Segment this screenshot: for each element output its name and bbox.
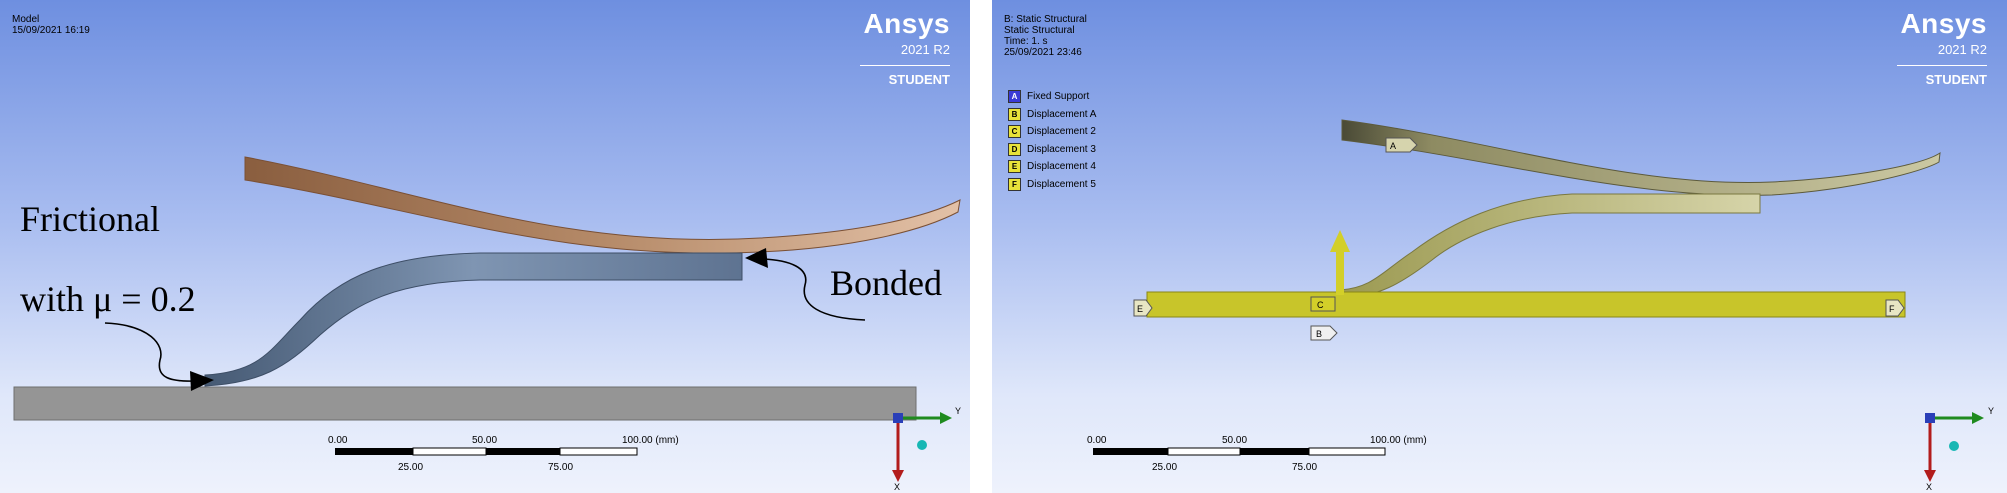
scale-tick-50: 50.00 [472, 435, 497, 446]
svg-text:C: C [1317, 300, 1324, 310]
scale-tick-50: 50.00 [1222, 435, 1247, 446]
analysis-type: Static Structural [1004, 25, 1075, 36]
lower-beam [204, 252, 743, 387]
svg-text:E: E [1137, 304, 1143, 314]
boundary-condition-legend: A Fixed Support B Displacement A C Displ… [1008, 88, 1096, 193]
triad-x-label: X [1926, 482, 1932, 492]
legend-key: F [1008, 177, 1021, 191]
ansys-logo: Ansys 2021 R2 STUDENT [1897, 8, 1987, 87]
legend-label: Displacement 3 [1027, 143, 1096, 155]
marker-b: B [1310, 325, 1338, 341]
scale-tick-25: 25.00 [1152, 462, 1177, 473]
triad-y-label: Y [955, 406, 961, 416]
scale-tick-100: 100.00 (mm) [622, 435, 679, 446]
frictional-arrow [104, 322, 199, 382]
lower-beam [1339, 193, 1761, 299]
svg-text:F: F [1889, 304, 1895, 314]
axis-triad: Y X [892, 406, 961, 492]
triad-x-label: X [894, 482, 900, 492]
svg-text:B: B [1316, 329, 1322, 339]
ansys-logo: Ansys 2021 R2 STUDENT [860, 8, 950, 87]
analysis-title: B: Static Structural [1004, 14, 1087, 25]
scale-bar: 0.00 50.00 100.00 (mm) 25.00 75.00 [1087, 435, 1427, 473]
scale-tick-0: 0.00 [1087, 435, 1107, 446]
legend-item[interactable]: C Displacement 2 [1008, 123, 1096, 141]
analysis-geometry: A E F C B 0.00 50.00 100.00 (mm) 25.00 [1087, 119, 1994, 492]
scale-tick-0: 0.00 [328, 435, 348, 446]
scale-tick-75: 75.00 [548, 462, 573, 473]
viewport-header: Model 15/09/2021 16:19 [12, 14, 90, 36]
base-plate [1146, 291, 1906, 318]
base-plate [13, 386, 917, 421]
scale-bar: 0.00 50.00 100.00 (mm) 25.00 75.00 [328, 435, 679, 473]
viewport-header: B: Static Structural Static Structural T… [1004, 14, 1087, 58]
marker-f: F [1885, 299, 1905, 317]
scale-tick-25: 25.00 [398, 462, 423, 473]
axis-triad: Y X [1924, 406, 1994, 492]
upper-beam [1341, 119, 1941, 196]
svg-text:A: A [1390, 141, 1396, 151]
legend-key: D [1008, 142, 1021, 156]
legend-key: E [1008, 160, 1021, 174]
scale-tick-75: 75.00 [1292, 462, 1317, 473]
legend-key: A [1008, 90, 1021, 104]
legend-item[interactable]: D Displacement 3 [1008, 141, 1096, 159]
model-date: 15/09/2021 16:19 [12, 25, 90, 36]
model-geometry: 0.00 50.00 100.00 (mm) 25.00 75.00 Y X [13, 156, 961, 492]
legend-label: Fixed Support [1027, 91, 1090, 103]
annotation-frictional: Frictional [20, 199, 160, 239]
legend-item[interactable]: A Fixed Support [1008, 88, 1096, 106]
annotation-friction-coefficient: with μ = 0.2 [20, 279, 196, 319]
model-viewport[interactable]: Model 15/09/2021 16:19 Ansys 2021 R2 STU… [0, 0, 970, 493]
legend-label: Displacement 5 [1027, 178, 1096, 190]
legend-label: Displacement 4 [1027, 161, 1096, 173]
marker-a: A [1385, 137, 1418, 153]
analysis-time: Time: 1. s [1004, 36, 1048, 47]
legend-key: C [1008, 125, 1021, 139]
legend-item[interactable]: F Displacement 5 [1008, 176, 1096, 194]
analysis-date: 25/09/2021 23:46 [1004, 47, 1082, 58]
bonded-arrow [761, 258, 866, 321]
scale-tick-100: 100.00 (mm) [1370, 435, 1427, 446]
annotation-bonded: Bonded [830, 263, 942, 303]
legend-key: B [1008, 107, 1021, 121]
upper-beam [244, 156, 961, 254]
model-title: Model [12, 14, 40, 25]
legend-item[interactable]: E Displacement 4 [1008, 158, 1096, 176]
static-structural-viewport[interactable]: B: Static Structural Static Structural T… [992, 0, 2007, 493]
legend-label: Displacement 2 [1027, 126, 1096, 138]
legend-label: Displacement A [1027, 108, 1097, 120]
legend-item[interactable]: B Displacement A [1008, 106, 1096, 124]
marker-e: E [1133, 299, 1153, 317]
marker-c: C [1310, 296, 1336, 312]
triad-y-label: Y [1988, 406, 1994, 416]
